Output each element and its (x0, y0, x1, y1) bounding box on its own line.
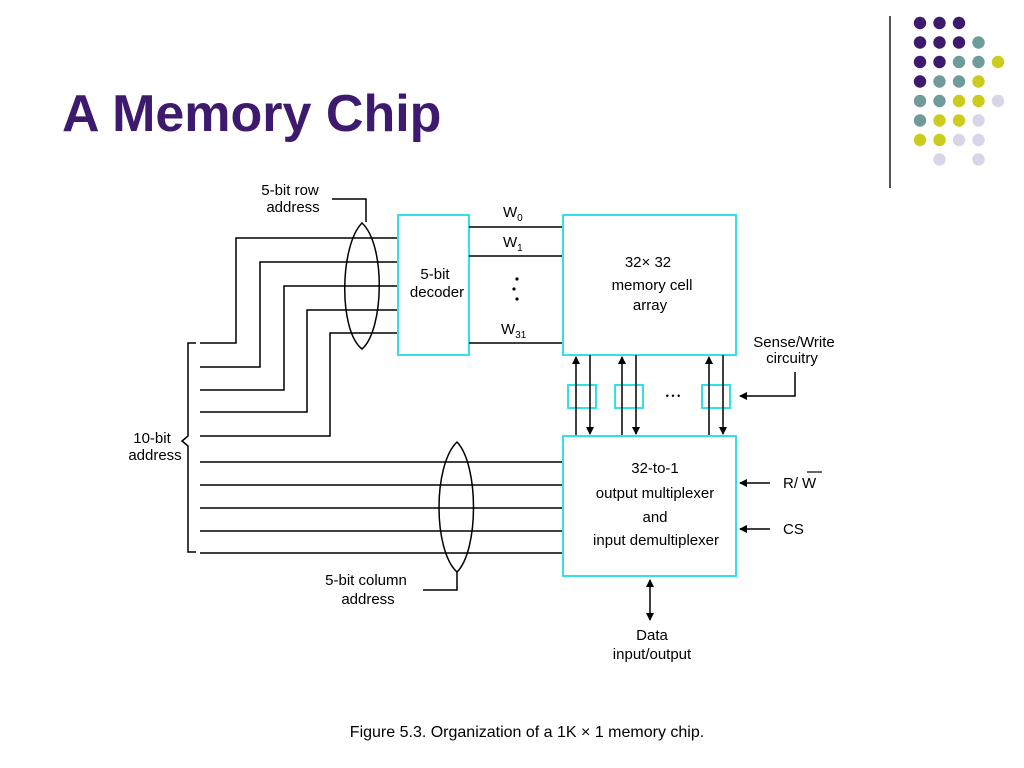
address-label-2: address (128, 447, 181, 464)
row-address-lines (200, 237, 398, 437)
decorative-dot (952, 114, 966, 127)
decorative-dot (913, 94, 927, 108)
decorative-dot (952, 36, 966, 49)
sense-write-label-2: circuitry (766, 350, 818, 367)
sense-write-label-1: Sense/Write (753, 334, 834, 351)
row-address-line-0 (200, 237, 398, 344)
column-address-label-1: 5-bit column (325, 572, 407, 589)
decorative-dot (933, 94, 946, 108)
decorative-dot (913, 114, 927, 127)
sense-write-ellipsis: • • • (666, 391, 680, 401)
decorative-dot (991, 94, 1005, 108)
decorative-dot (913, 55, 927, 69)
column-address-leader (423, 572, 458, 591)
decorative-dot (972, 94, 985, 108)
decorative-dot (952, 55, 966, 69)
decorative-dot (952, 133, 966, 147)
decorative-dot (913, 75, 927, 88)
decorative-dot (933, 133, 946, 147)
sense-write-cell-1 (614, 384, 644, 409)
mux-label-1: 32-to-1 (631, 460, 679, 477)
data-label-2: input/output (613, 646, 692, 663)
address-label-1: 10-bit (133, 430, 171, 447)
column-address-label-2: address (341, 591, 394, 608)
decorative-dot (933, 16, 946, 30)
decorative-dot (933, 55, 946, 69)
decorative-dot (952, 16, 966, 30)
array-label-3: array (633, 297, 668, 314)
decorative-dot (972, 153, 985, 166)
decorative-dot (972, 36, 985, 49)
bit-line-arrows (572, 355, 727, 436)
chip-select-label: CS (783, 521, 804, 538)
title-divider-line (889, 16, 891, 188)
mux-label-4: input demultiplexer (593, 532, 719, 549)
decoder-label-1: 5-bit (420, 266, 450, 283)
figure-caption: Figure 5.3. Organization of a 1K × 1 mem… (350, 724, 704, 741)
sense-write-cell-31 (701, 384, 731, 409)
decorative-dot (933, 153, 946, 166)
decorative-dot (972, 133, 985, 147)
decorative-dot (933, 75, 946, 88)
decoder-block (397, 214, 470, 356)
sense-write-arrow (739, 372, 796, 400)
row-address-label-2: address (266, 199, 319, 216)
word-line-0-label: W0 (503, 204, 523, 224)
row-address-bus-oval (344, 221, 380, 350)
decorative-dot (972, 55, 985, 69)
decorative-dot (913, 133, 927, 147)
read-write-label: R/W (783, 475, 817, 492)
slide-title: A Memory Chip (62, 85, 442, 143)
decorative-dot (933, 36, 946, 49)
decorative-dot (933, 114, 946, 127)
column-address-lines (200, 461, 563, 554)
decorative-dot (972, 75, 985, 88)
row-address-line-4 (200, 332, 398, 437)
mux-label-3: and (642, 509, 667, 526)
decorative-dot (991, 55, 1005, 69)
decoder-label-2: decoder (410, 284, 464, 301)
row-address-label-1: 5-bit row (261, 182, 319, 199)
decorative-dot (913, 16, 927, 30)
decorative-dot (952, 94, 966, 108)
data-label-1: Data (636, 627, 668, 644)
address-brace (180, 342, 196, 553)
word-line-31-label: W31 (501, 321, 527, 341)
row-address-leader (332, 198, 367, 222)
word-line-vertical-dots (512, 277, 519, 301)
row-address-line-2 (200, 285, 398, 391)
multiplexer-block (562, 435, 737, 577)
decorative-dot (952, 75, 966, 88)
decorative-dot (913, 36, 927, 49)
memory-cell-array-block (562, 214, 737, 356)
sense-write-cell-0 (567, 384, 597, 409)
word-lines (469, 226, 563, 344)
array-label-2: memory cell (612, 277, 693, 294)
mux-label-2: output multiplexer (596, 485, 714, 502)
row-address-line-3 (200, 309, 398, 413)
dot-grid-decoration (913, 16, 1005, 166)
array-label-1: 32× 32 (625, 254, 671, 271)
row-address-line-1 (200, 261, 398, 368)
decorative-dot (972, 114, 985, 127)
word-line-1-label: W1 (503, 234, 523, 254)
